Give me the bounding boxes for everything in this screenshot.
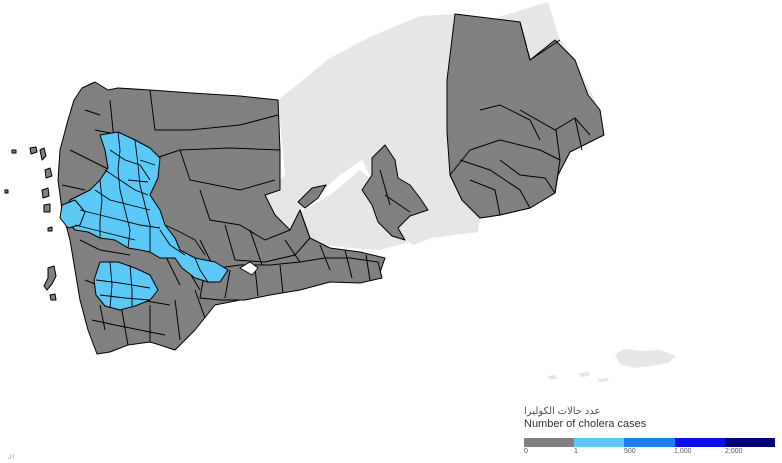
legend-swatch-1000: [674, 438, 725, 447]
legend-tick-labels: 0 1 500 1,000 2,000: [524, 448, 775, 458]
district-boundaries-blue: [74, 131, 209, 309]
legend-swatch-1: [574, 438, 625, 447]
socotra-island: [615, 349, 676, 368]
legend-tick-1000: 1,000: [674, 448, 692, 455]
region-hodeida-coast: [59, 199, 86, 229]
legend-color-scale: [524, 438, 776, 447]
red-sea-islands: [4, 146, 57, 301]
region-ibb-taiz: [93, 261, 159, 311]
island-kamaran: [43, 265, 57, 291]
legend-tick-500: 500: [624, 448, 636, 455]
region-shabwa-nodata: [295, 170, 410, 250]
island-8: [49, 293, 57, 301]
legend-title-arabic: عدد حالات الكوليرا: [524, 406, 601, 417]
map-legend: عدد حالات الكوليرا Number of cholera cas…: [524, 406, 776, 458]
region-shabwa-coast: [361, 144, 429, 241]
legend-tick-2000: 2,000: [725, 448, 743, 455]
footnote-text: ا ل: [8, 454, 15, 460]
legend-swatch-500: [624, 438, 675, 447]
legend-title-english: Number of cholera cases: [524, 418, 647, 430]
legend-swatch-0: [524, 438, 575, 447]
island-5: [43, 203, 51, 213]
socotra-small-island-2: [579, 372, 590, 377]
region-shabwa-small: [297, 184, 327, 209]
region-white-patch: [239, 261, 259, 276]
socotra-small-island-1: [548, 375, 557, 379]
region-sanaa-amran-saada: [63, 131, 229, 283]
island-6: [4, 189, 9, 194]
island-7: [47, 226, 53, 232]
legend-tick-1: 1: [574, 448, 578, 455]
island-4: [41, 187, 50, 199]
island-zuqar: [39, 147, 47, 161]
legend-tick-0: 0: [524, 448, 528, 455]
island-2: [11, 149, 17, 154]
socotra-small-island-3: [598, 378, 609, 382]
island-1: [29, 146, 38, 155]
legend-swatch-2000: [724, 438, 776, 447]
island-3: [44, 167, 53, 179]
low-case-regions: [59, 131, 229, 311]
